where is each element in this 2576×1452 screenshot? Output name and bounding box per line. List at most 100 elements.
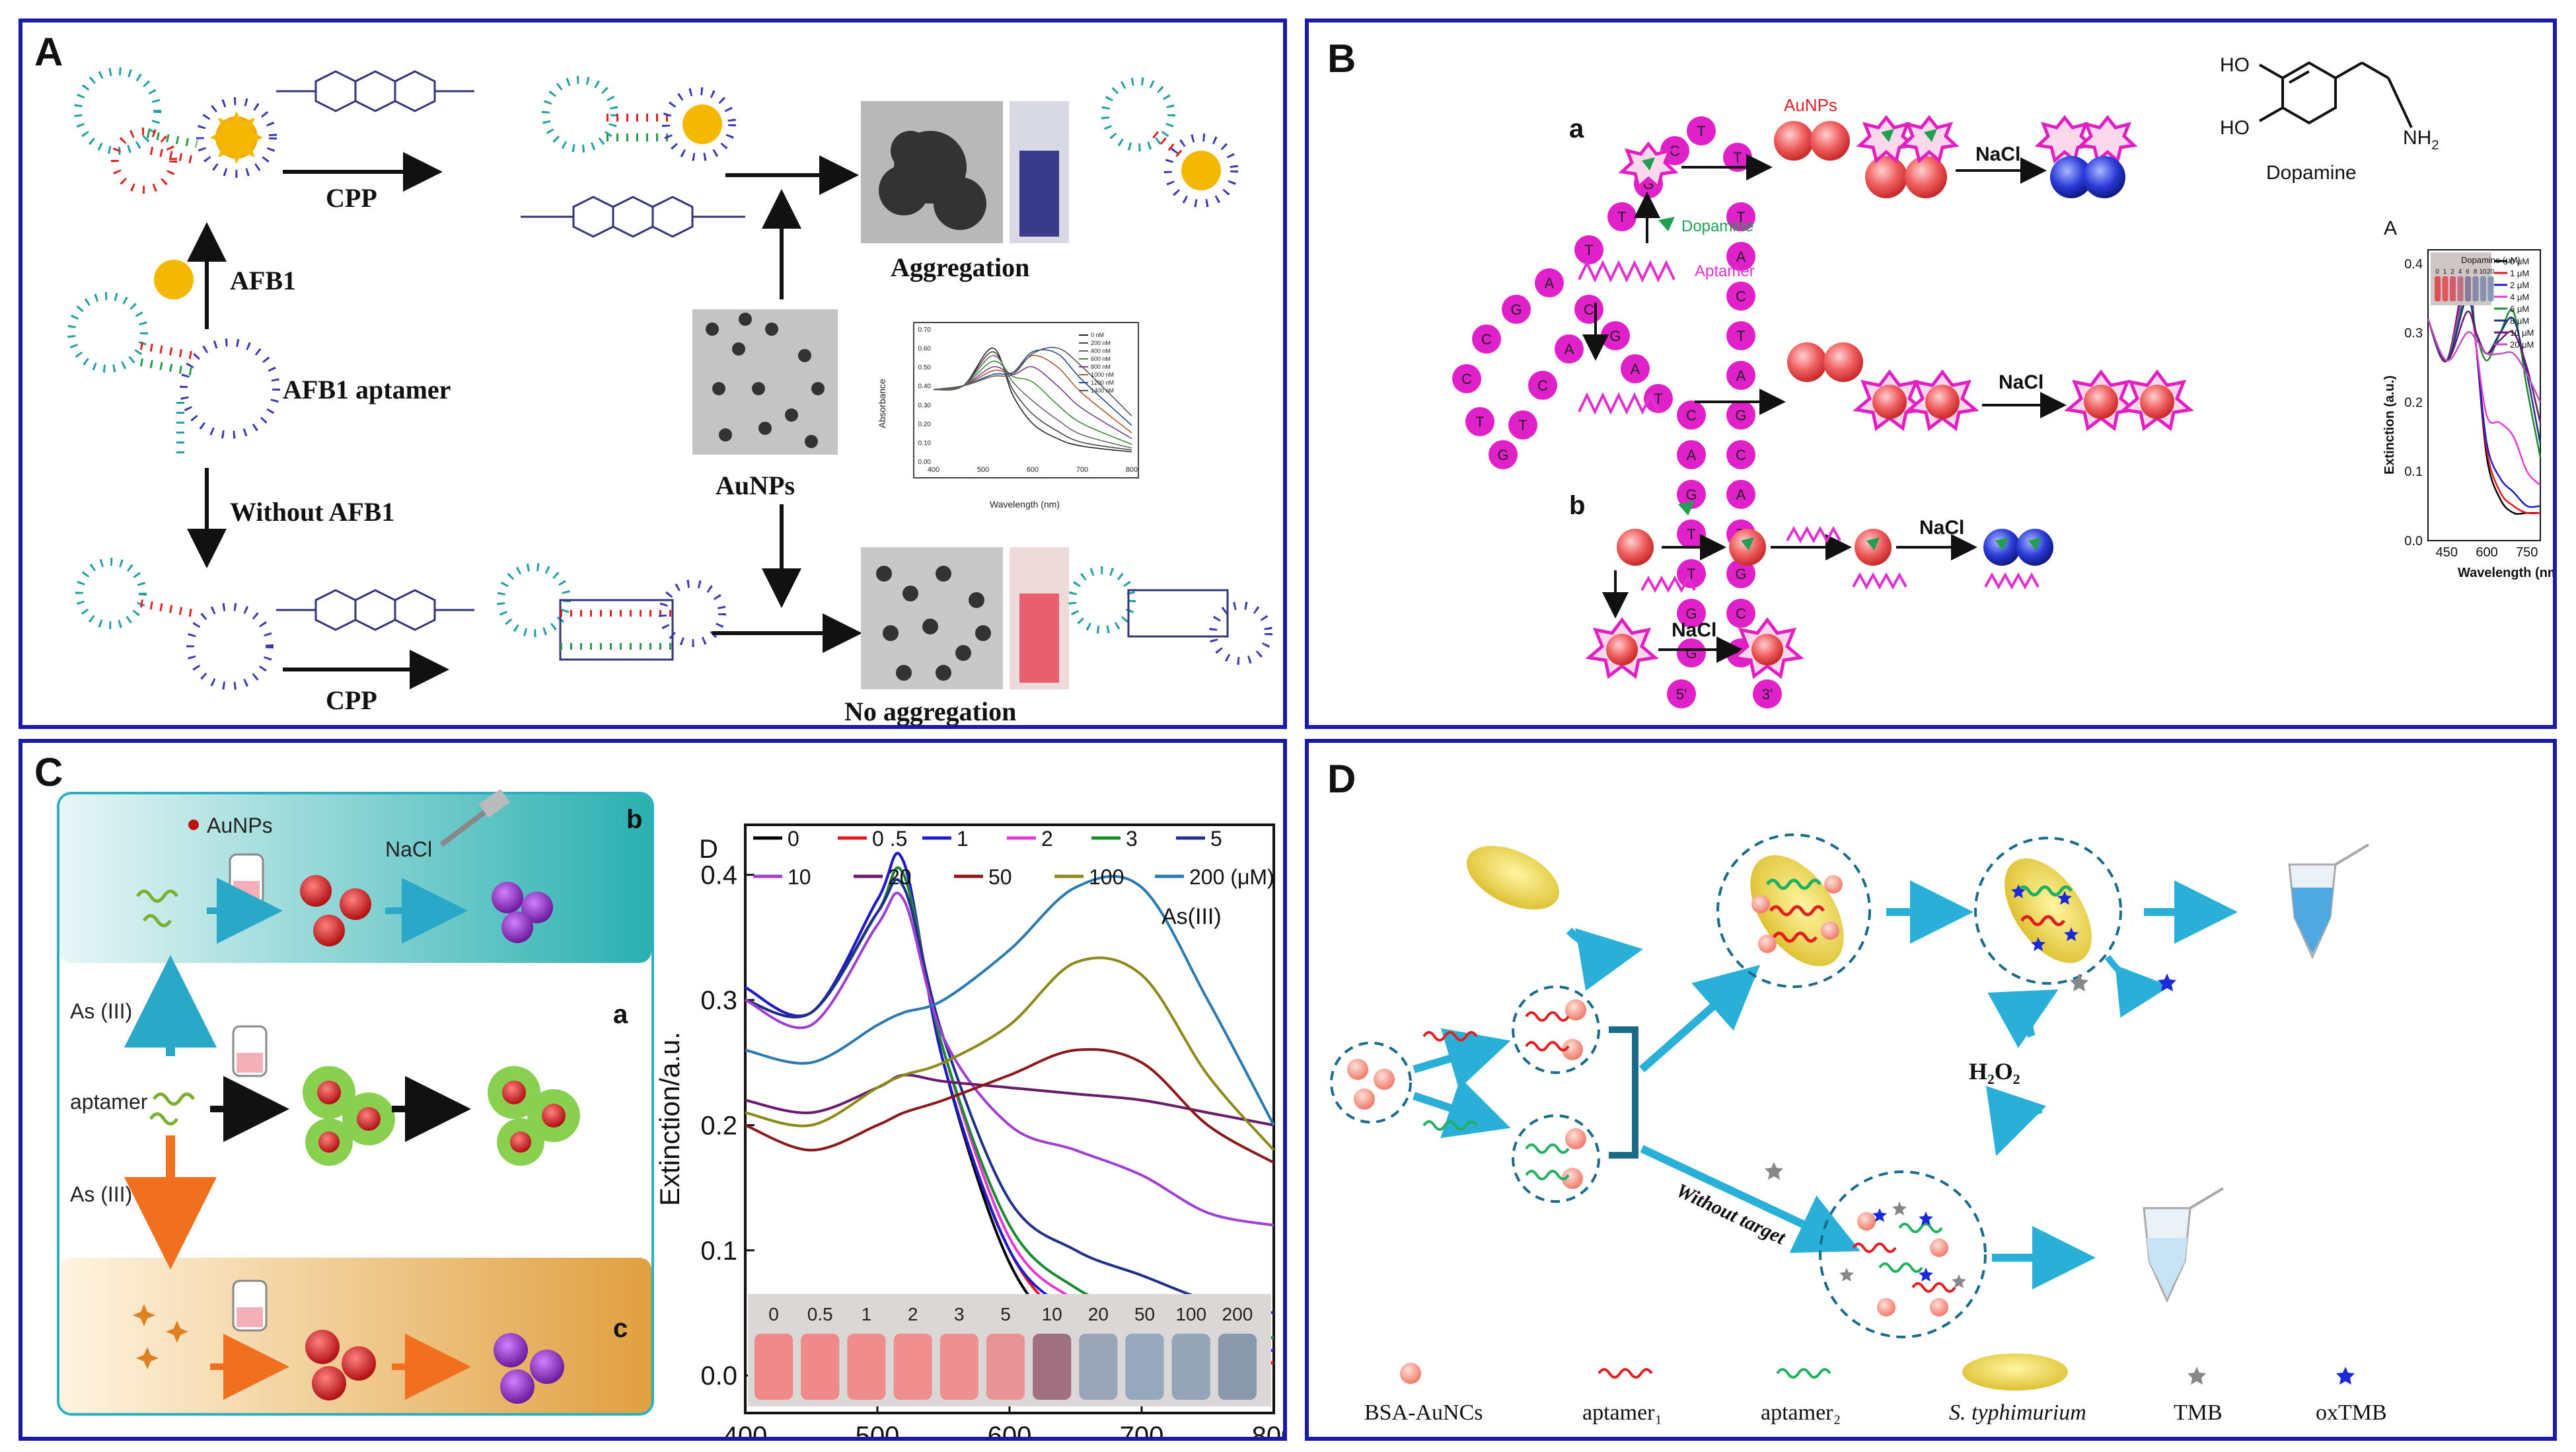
dopamine-title: Dopamine: [2266, 162, 2357, 184]
aptamer-complex-top-right: [1101, 77, 1238, 208]
aptamer-complex-top-mid: [542, 76, 736, 161]
legend-aptamer1: aptamer₁: [1582, 1400, 1662, 1425]
aptamer-base-letter: G: [1685, 645, 1697, 662]
aptamer-stem-base: [1726, 361, 1755, 390]
tem-aggregate-particles: [879, 131, 986, 230]
chart-b-vial-label: 10: [2479, 268, 2487, 276]
aunps-label-c: AuNPs: [207, 814, 273, 837]
inset-legend-label: 800 nM: [1091, 363, 1111, 370]
apt2-nc-contents: [1525, 1128, 1586, 1189]
aptamer-stem-base: [1726, 559, 1755, 588]
aptamer-base: [1472, 325, 1501, 354]
panel-d-label: D: [1327, 757, 1356, 801]
aptamer-base: [1723, 143, 1752, 172]
chart-c-vial: [847, 1334, 886, 1400]
aptamer-base: [1508, 410, 1537, 439]
chart-b-legend-label: 10 μM: [2510, 328, 2534, 338]
afb1-aptamer-label: AFB1 aptamer: [283, 375, 451, 404]
chart-c-vial: [754, 1334, 793, 1400]
apt1-nc-circle: [1512, 985, 1600, 1074]
aptamer-base-letter: C: [1461, 371, 1472, 387]
chart-c-series-5: [745, 878, 1274, 1315]
aptamer-wrapped-aunp: [1585, 617, 1659, 679]
capture-circle: [1716, 833, 1871, 988]
aptamer-stem-letter: T: [1736, 209, 1745, 225]
aggregation-label: Aggregation: [891, 252, 1029, 282]
aptamer-stem-base: [1726, 440, 1755, 469]
cpp-label-bottom: CPP: [326, 685, 377, 715]
arrow-to-capture: [1639, 965, 1760, 1073]
stable-aunps-after-salt: [488, 1066, 580, 1166]
nacl-label-b3: NaCl: [1919, 517, 1964, 539]
inset-ytick-label: 0.60: [918, 346, 932, 353]
chart-b-vial: [2450, 276, 2456, 301]
cpp-label-top: CPP: [326, 183, 377, 213]
aptamer-stem-base: [1726, 321, 1755, 350]
chart-c-vial-label: 0: [768, 1304, 779, 1324]
aptamer-base-letter: A: [1687, 447, 1697, 463]
nh2-label: NH2: [2403, 127, 2439, 153]
aptamer-stem-letter: A: [1736, 367, 1746, 384]
aptamer-stem-base: [1726, 599, 1755, 628]
tube-a-liquid: [237, 1053, 263, 1073]
chart-b-vial: [2472, 276, 2479, 301]
chart-c-vial: [986, 1334, 1025, 1400]
aptamer-stem-letter: C: [1736, 447, 1746, 463]
chart-c-vial: [1033, 1334, 1072, 1400]
aptamer-base-letter: C: [1584, 301, 1594, 318]
chart-b-legend-label: 2 μM: [2510, 280, 2529, 290]
inset-legend-label: 1000 nM: [1091, 371, 1114, 378]
inset-ytick-label: 0.00: [918, 459, 932, 466]
aunp-dot-legend: [188, 820, 199, 830]
aptamer-base: [1574, 235, 1603, 264]
inset-ylabel: Absorbance: [877, 379, 887, 428]
chart-c-series-9: [745, 956, 1275, 1151]
chart-c-vial-label: 3: [954, 1304, 965, 1324]
legend-oxtmb-icon: [2336, 1367, 2355, 1385]
aptamer-strands-b: [135, 890, 179, 927]
chart-b-legend-label: 8 μM: [2510, 316, 2529, 326]
arrow-d-up-left: [1413, 1028, 1511, 1089]
chart-c-legend-label: 50: [988, 865, 1012, 889]
inset-legend-label: 1200 nM: [1091, 379, 1114, 386]
aptamer-base: [1667, 679, 1696, 708]
chart-c-legend-label: 200 (μM): [1189, 865, 1274, 889]
tube-blue: [2288, 843, 2370, 960]
red-aunps-b: [300, 875, 371, 946]
aptamer-base: [1677, 599, 1706, 628]
arrow-curve-d2: [2104, 955, 2170, 1018]
tube-c-liquid: [237, 1307, 263, 1327]
cpp-molecule-bottom: [276, 589, 474, 631]
chart-c-analyte: As(III): [1161, 904, 1222, 929]
aptamer-base-letter: C: [1686, 407, 1697, 424]
tem-dispersed-particles: [876, 566, 991, 681]
sub-label-b: b: [1569, 491, 1585, 520]
tube-b-liquid: [233, 881, 260, 901]
aptamer-base: [1677, 638, 1706, 668]
panel-a-diagram: CPP Aggregation: [67, 67, 1272, 725]
legend-s-typhimurium: S. typhimurium: [1949, 1400, 2086, 1425]
cpp-molecule-top: [276, 70, 474, 112]
legend-d: BSA-AuNCs aptamer₁ aptamer₂ S. typhimuri…: [1364, 1354, 2387, 1425]
inset-legend-label: 400 nM: [1091, 348, 1111, 354]
tmb-star-3: [1765, 1162, 1783, 1180]
oxidized-circle: [1974, 837, 2122, 985]
chart-c-vial-label: 20: [1088, 1304, 1109, 1324]
chart-c-vial-label: 5: [1000, 1304, 1011, 1324]
aptamer-zigzag-a: [1578, 260, 1675, 283]
chart-b-xlabel: Wavelength (nm): [2458, 566, 2557, 580]
legend-tmb-icon: [2188, 1367, 2206, 1385]
chart-c-vial-label: 2: [908, 1304, 918, 1324]
aptamer-base-letter: G: [1497, 447, 1508, 463]
aptamer-stem-base: [1726, 282, 1755, 311]
aptamer-stem-letter: G: [1735, 566, 1746, 582]
aptamer-base: [1677, 480, 1706, 509]
aptamer-base: [1535, 268, 1564, 297]
legend-bacterium-icon: [1962, 1354, 2068, 1391]
nanocluster-group-circle: [1330, 1042, 1412, 1124]
chart-c-ytick-label: 0.2: [700, 1111, 737, 1140]
chart-b-vial-label: 4: [2458, 268, 2462, 276]
chart-c-vial-label: 0.5: [807, 1304, 833, 1324]
